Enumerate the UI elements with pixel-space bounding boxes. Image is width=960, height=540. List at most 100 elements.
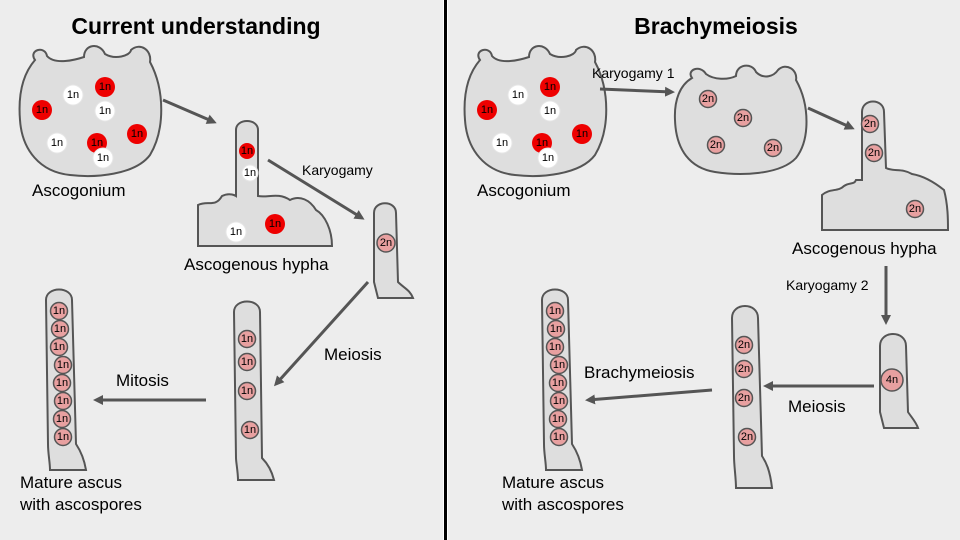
right-2n-cell-nucleus-3-label: 2n: [710, 139, 722, 151]
right-ascogonium-nucleus-2: 1n: [507, 84, 529, 106]
right-4n-nucleus: 4n: [880, 368, 904, 392]
right-mature-nucleus-3-label: 1n: [549, 341, 561, 353]
left-mature-label-line2: with ascospores: [19, 495, 142, 514]
right-ascogonium-nucleus-5-label: 1n: [576, 128, 588, 140]
right-ascogonium-nucleus-1: 1n: [540, 77, 560, 97]
left-ascogonium-nucleus-7-label: 1n: [91, 137, 103, 149]
right-ascogonium-nucleus-7-label: 1n: [536, 137, 548, 149]
right-ascogonium-nucleus-3-label: 1n: [481, 104, 493, 116]
right-2n-cell-nucleus-1-circle: [698, 89, 718, 109]
left-hypha-nucleus-4: 1n: [265, 214, 285, 234]
right-ascogonium-nucleus-4: 1n: [539, 100, 561, 122]
right-ascogonium-nucleus-2-circle: [507, 84, 529, 106]
right-ascogonium-nucleus-8: 1n: [537, 147, 559, 169]
right-mature-nucleus-4-circle: [549, 355, 569, 375]
left-ascogonium-nucleus-8-circle: [92, 147, 114, 169]
left-ascogonium-nucleus-5-label: 1n: [131, 128, 143, 140]
right-ascogonium-nucleus-4-label: 1n: [544, 105, 556, 117]
left-2n-nucleus-circle: [376, 233, 396, 253]
right-arrow-brachymeiosis: [585, 388, 713, 405]
right-mature-nucleus-5-label: 1n: [552, 377, 564, 389]
left-ascogonium-nucleus-5-circle: [127, 124, 147, 144]
left-ascogonium-nucleus-3-label: 1n: [36, 104, 48, 116]
left-ascogonium-nucleus-8-label: 1n: [97, 152, 109, 164]
right-meiotic-nucleus-3-circle: [734, 388, 754, 408]
right-2n-cell-nucleus-4: 2n: [763, 138, 783, 158]
right-4n-nucleus-circle: [880, 368, 904, 392]
right-mature-nucleus-6-label: 1n: [553, 395, 565, 407]
right-arrow-karyogamy1: [599, 86, 675, 97]
left-hypha-nucleus-1-circle: [239, 143, 255, 159]
left-hypha-nucleus-3: 1n: [225, 221, 247, 243]
left-mature-label-line1: Mature ascus: [20, 473, 122, 492]
left-hypha-nucleus-1: 1n: [239, 143, 255, 159]
right-hypha-nucleus-2-circle: [864, 143, 884, 163]
left-ascogonium-nucleus-1: 1n: [95, 77, 115, 97]
left-2n-nucleus: 2n: [376, 233, 396, 253]
right-mature-nucleus-4-label: 1n: [553, 359, 565, 371]
right-mature-nucleus-2-circle: [546, 319, 566, 339]
right-2n-cell-nucleus-4-circle: [763, 138, 783, 158]
left-arrow-ascogonium-to-hypha: [162, 98, 217, 124]
right-mature-nucleus-7: 1n: [548, 409, 568, 429]
right-2n-cell-nucleus-3-circle: [706, 135, 726, 155]
left-mature-nucleus-5: 1n: [52, 373, 72, 393]
left-mature-nucleus-6: 1n: [53, 391, 73, 411]
right-meiotic-nucleus-2: 2n: [734, 359, 754, 379]
right-2n-cell-nucleus-1-label: 2n: [702, 93, 714, 105]
right-karyogamy1-label: Karyogamy 1: [592, 65, 675, 81]
left-mature-nucleus-8: 1n: [53, 427, 73, 447]
left-arrow-karyogamy: [267, 158, 365, 220]
left-mature-nucleus-6-label: 1n: [57, 395, 69, 407]
right-hypha-nucleus-2: 2n: [864, 143, 884, 163]
left-ascogenous-hypha-cell: [197, 120, 334, 247]
left-meiotic-nucleus-1-label: 1n: [241, 333, 253, 345]
right-hypha-nucleus-1: 2n: [860, 114, 880, 134]
right-ascogenous-hypha-label: Ascogenous hypha: [792, 239, 937, 258]
left-mature-nucleus-2-circle: [50, 319, 70, 339]
right-mature-nucleus-4: 1n: [549, 355, 569, 375]
left-mature-nucleus-4-label: 1n: [57, 359, 69, 371]
right-4n-nucleus-label: 4n: [886, 374, 898, 386]
left-2n-cell: [373, 202, 415, 299]
right-hypha-nucleus-2-label: 2n: [868, 147, 880, 159]
right-2n-cell-nucleus-1: 2n: [698, 89, 718, 109]
right-arrow-to-hypha: [807, 106, 855, 130]
right-meiotic-nucleus-1-circle: [734, 335, 754, 355]
left-hypha-nucleus-4-circle: [265, 214, 285, 234]
right-hypha-nucleus-1-label: 2n: [864, 118, 876, 130]
right-ascogenous-hypha-cell: [821, 100, 950, 231]
left-ascogonium-nucleus-1-label: 1n: [99, 81, 111, 93]
left-hypha-nucleus-3-label: 1n: [230, 226, 242, 238]
left-mature-nucleus-1: 1n: [49, 301, 69, 321]
right-ascogonium-nucleus-5: 1n: [572, 124, 592, 144]
left-ascogonium-nucleus-4-circle: [94, 100, 116, 122]
left-ascogonium-nucleus-4: 1n: [94, 100, 116, 122]
right-title: Brachymeiosis: [634, 13, 798, 39]
left-ascogonium-label: Ascogonium: [32, 181, 126, 200]
left-meiosis-label: Meiosis: [324, 345, 382, 364]
left-meiotic-nucleus-4: 1n: [240, 420, 260, 440]
left-hypha-nucleus-2-circle: [241, 164, 259, 182]
right-ascogonium-nucleus-4-circle: [539, 100, 561, 122]
left-ascogonium-nucleus-6: 1n: [46, 132, 68, 154]
left-meiotic-nucleus-2: 1n: [237, 352, 257, 372]
left-meiotic-nucleus-3: 1n: [237, 381, 257, 401]
right-meiotic-nucleus-1: 2n: [734, 335, 754, 355]
right-ascogonium-nucleus-3-circle: [477, 100, 497, 120]
left-ascogonium-nucleus-1-circle: [95, 77, 115, 97]
right-mature-nucleus-8: 1n: [549, 427, 569, 447]
left-mature-nucleus-6-circle: [53, 391, 73, 411]
left-mature-nucleus-4-circle: [53, 355, 73, 375]
left-mature-nucleus-7-label: 1n: [56, 413, 68, 425]
right-ascogonium-nucleus-8-circle: [537, 147, 559, 169]
right-meiotic-nucleus-3-label: 2n: [738, 392, 750, 404]
left-ascogonium-nucleus-3: 1n: [32, 100, 52, 120]
right-mature-label-line1: Mature ascus: [502, 473, 604, 492]
